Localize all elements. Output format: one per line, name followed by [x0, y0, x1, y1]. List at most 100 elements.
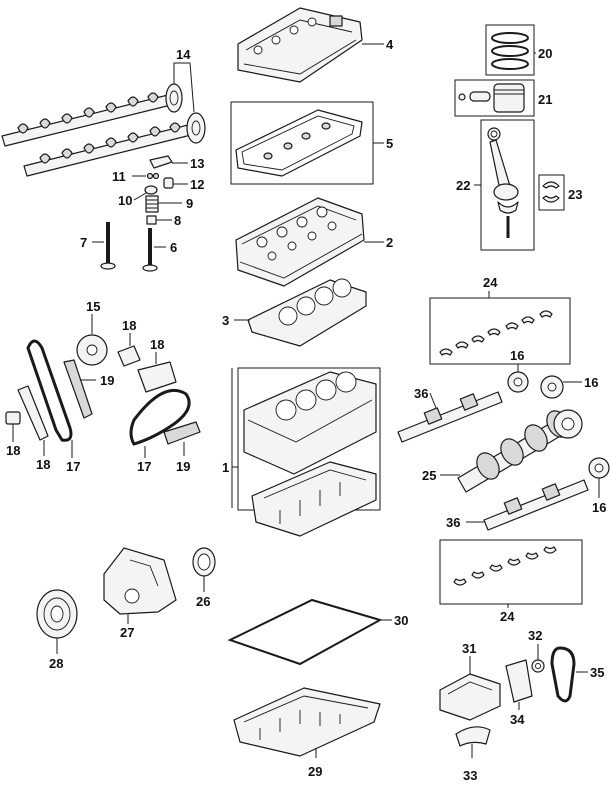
callout-17b: 17 — [137, 459, 151, 474]
timing-cover — [103, 547, 177, 624]
gasket-frame-5 — [230, 101, 374, 185]
gear-16-lower — [588, 457, 610, 498]
sprocket-15 — [76, 314, 108, 366]
callout-6: 6 — [170, 240, 177, 255]
cylinder-block — [243, 371, 377, 475]
callout-3: 3 — [222, 313, 229, 328]
gear-16-right — [540, 375, 582, 399]
tensioner-rail-18-left — [17, 385, 49, 456]
callout-18d: 18 — [150, 337, 164, 352]
rings-frame-20 — [485, 24, 535, 76]
valve-cover — [237, 7, 384, 83]
exhaust-camshaft — [23, 112, 206, 177]
balance-shaft-lower — [466, 479, 589, 531]
callout-29: 29 — [308, 764, 322, 779]
valve-spring-9 — [145, 195, 182, 213]
tensioner-18-bolt — [5, 411, 21, 442]
piston — [458, 83, 525, 113]
callout-7: 7 — [80, 235, 87, 250]
oil-pickup — [455, 726, 491, 758]
callout-11: 11 — [112, 169, 126, 184]
front-seal — [192, 547, 216, 592]
crankshaft — [440, 409, 583, 493]
callout-27: 27 — [120, 625, 134, 640]
bearing-frame-24-bottom — [439, 539, 583, 605]
callout-8: 8 — [174, 213, 181, 228]
timing-chain-17-right — [129, 388, 191, 458]
lash-adjuster-12 — [163, 177, 188, 189]
exhaust-valve-6 — [142, 228, 166, 272]
callout-24b: 24 — [500, 609, 515, 624]
intake-valve-7 — [92, 222, 116, 270]
rocker-arm-13 — [149, 155, 188, 169]
callout-4: 4 — [386, 37, 394, 52]
callout-2: 2 — [386, 235, 393, 250]
bearing-frame-24-top — [429, 297, 571, 365]
callout-28: 28 — [49, 656, 63, 671]
callout-18b: 18 — [6, 443, 20, 458]
valve-keeper-11 — [132, 172, 160, 180]
callout-17a: 17 — [66, 459, 80, 474]
callout-34: 34 — [510, 712, 525, 727]
main-bearings-top — [439, 310, 553, 356]
lower-crankcase — [251, 461, 377, 537]
callout-10: 10 — [118, 193, 132, 208]
callout-15: 15 — [86, 299, 100, 314]
callout-24a: 24 — [483, 275, 498, 290]
callout-30: 30 — [394, 613, 408, 628]
callout-25: 25 — [422, 468, 436, 483]
connecting-rod — [474, 127, 519, 238]
callout-14: 14 — [176, 47, 191, 62]
callout-36a: 36 — [414, 386, 428, 401]
callout-19a: 19 — [100, 373, 114, 388]
pump-chain — [550, 646, 588, 703]
callout-33: 33 — [463, 768, 477, 783]
callout-16c: 16 — [592, 500, 606, 515]
oil-pump — [439, 656, 501, 721]
callout-36b: 36 — [446, 515, 460, 530]
callout-23: 23 — [568, 187, 582, 202]
callout-32: 32 — [528, 628, 542, 643]
callout-19b: 19 — [176, 459, 190, 474]
oil-pan — [233, 687, 381, 758]
head-gasket — [234, 278, 367, 347]
callout-9: 9 — [186, 196, 193, 211]
pump-cover — [505, 659, 533, 710]
tensioner-rail-18-right — [137, 352, 177, 393]
gear-16-left — [507, 364, 529, 393]
callout-21: 21 — [538, 92, 552, 107]
timing-chain-17-left — [26, 339, 73, 458]
callout-16a: 16 — [510, 348, 524, 363]
main-bearings-bottom — [453, 546, 557, 586]
valve-cover-gasket — [235, 109, 384, 177]
callout-5: 5 — [386, 136, 393, 151]
piston-rings — [491, 32, 536, 70]
valve-seal-8 — [146, 215, 172, 225]
chain-guide-19-right — [163, 421, 201, 456]
valve-retainer-10 — [133, 185, 158, 201]
intake-camshaft — [1, 83, 183, 147]
callout-20: 20 — [538, 46, 552, 61]
chain-guide-19-left — [63, 359, 96, 419]
camshaft-pair — [1, 83, 206, 177]
tensioner-18-top — [117, 333, 141, 367]
callout-13: 13 — [190, 156, 204, 171]
cylinder-head — [235, 197, 384, 287]
callout-16b: 16 — [584, 375, 598, 390]
callout-31: 31 — [462, 641, 476, 656]
callout-12: 12 — [190, 177, 204, 192]
oil-pan-gasket — [227, 598, 392, 666]
callout-26: 26 — [196, 594, 210, 609]
callout-18a: 18 — [36, 457, 50, 472]
balance-shaft-upper — [397, 391, 503, 443]
callout-18c: 18 — [122, 318, 136, 333]
callout-22: 22 — [456, 178, 470, 193]
callout-35: 35 — [590, 665, 604, 680]
callout-1: 1 — [222, 460, 229, 475]
crank-pulley — [36, 589, 78, 654]
leader-14 — [173, 62, 195, 113]
bearing-frame-23 — [538, 174, 565, 211]
rod-bearings — [542, 181, 560, 203]
pump-sprocket — [531, 644, 545, 673]
